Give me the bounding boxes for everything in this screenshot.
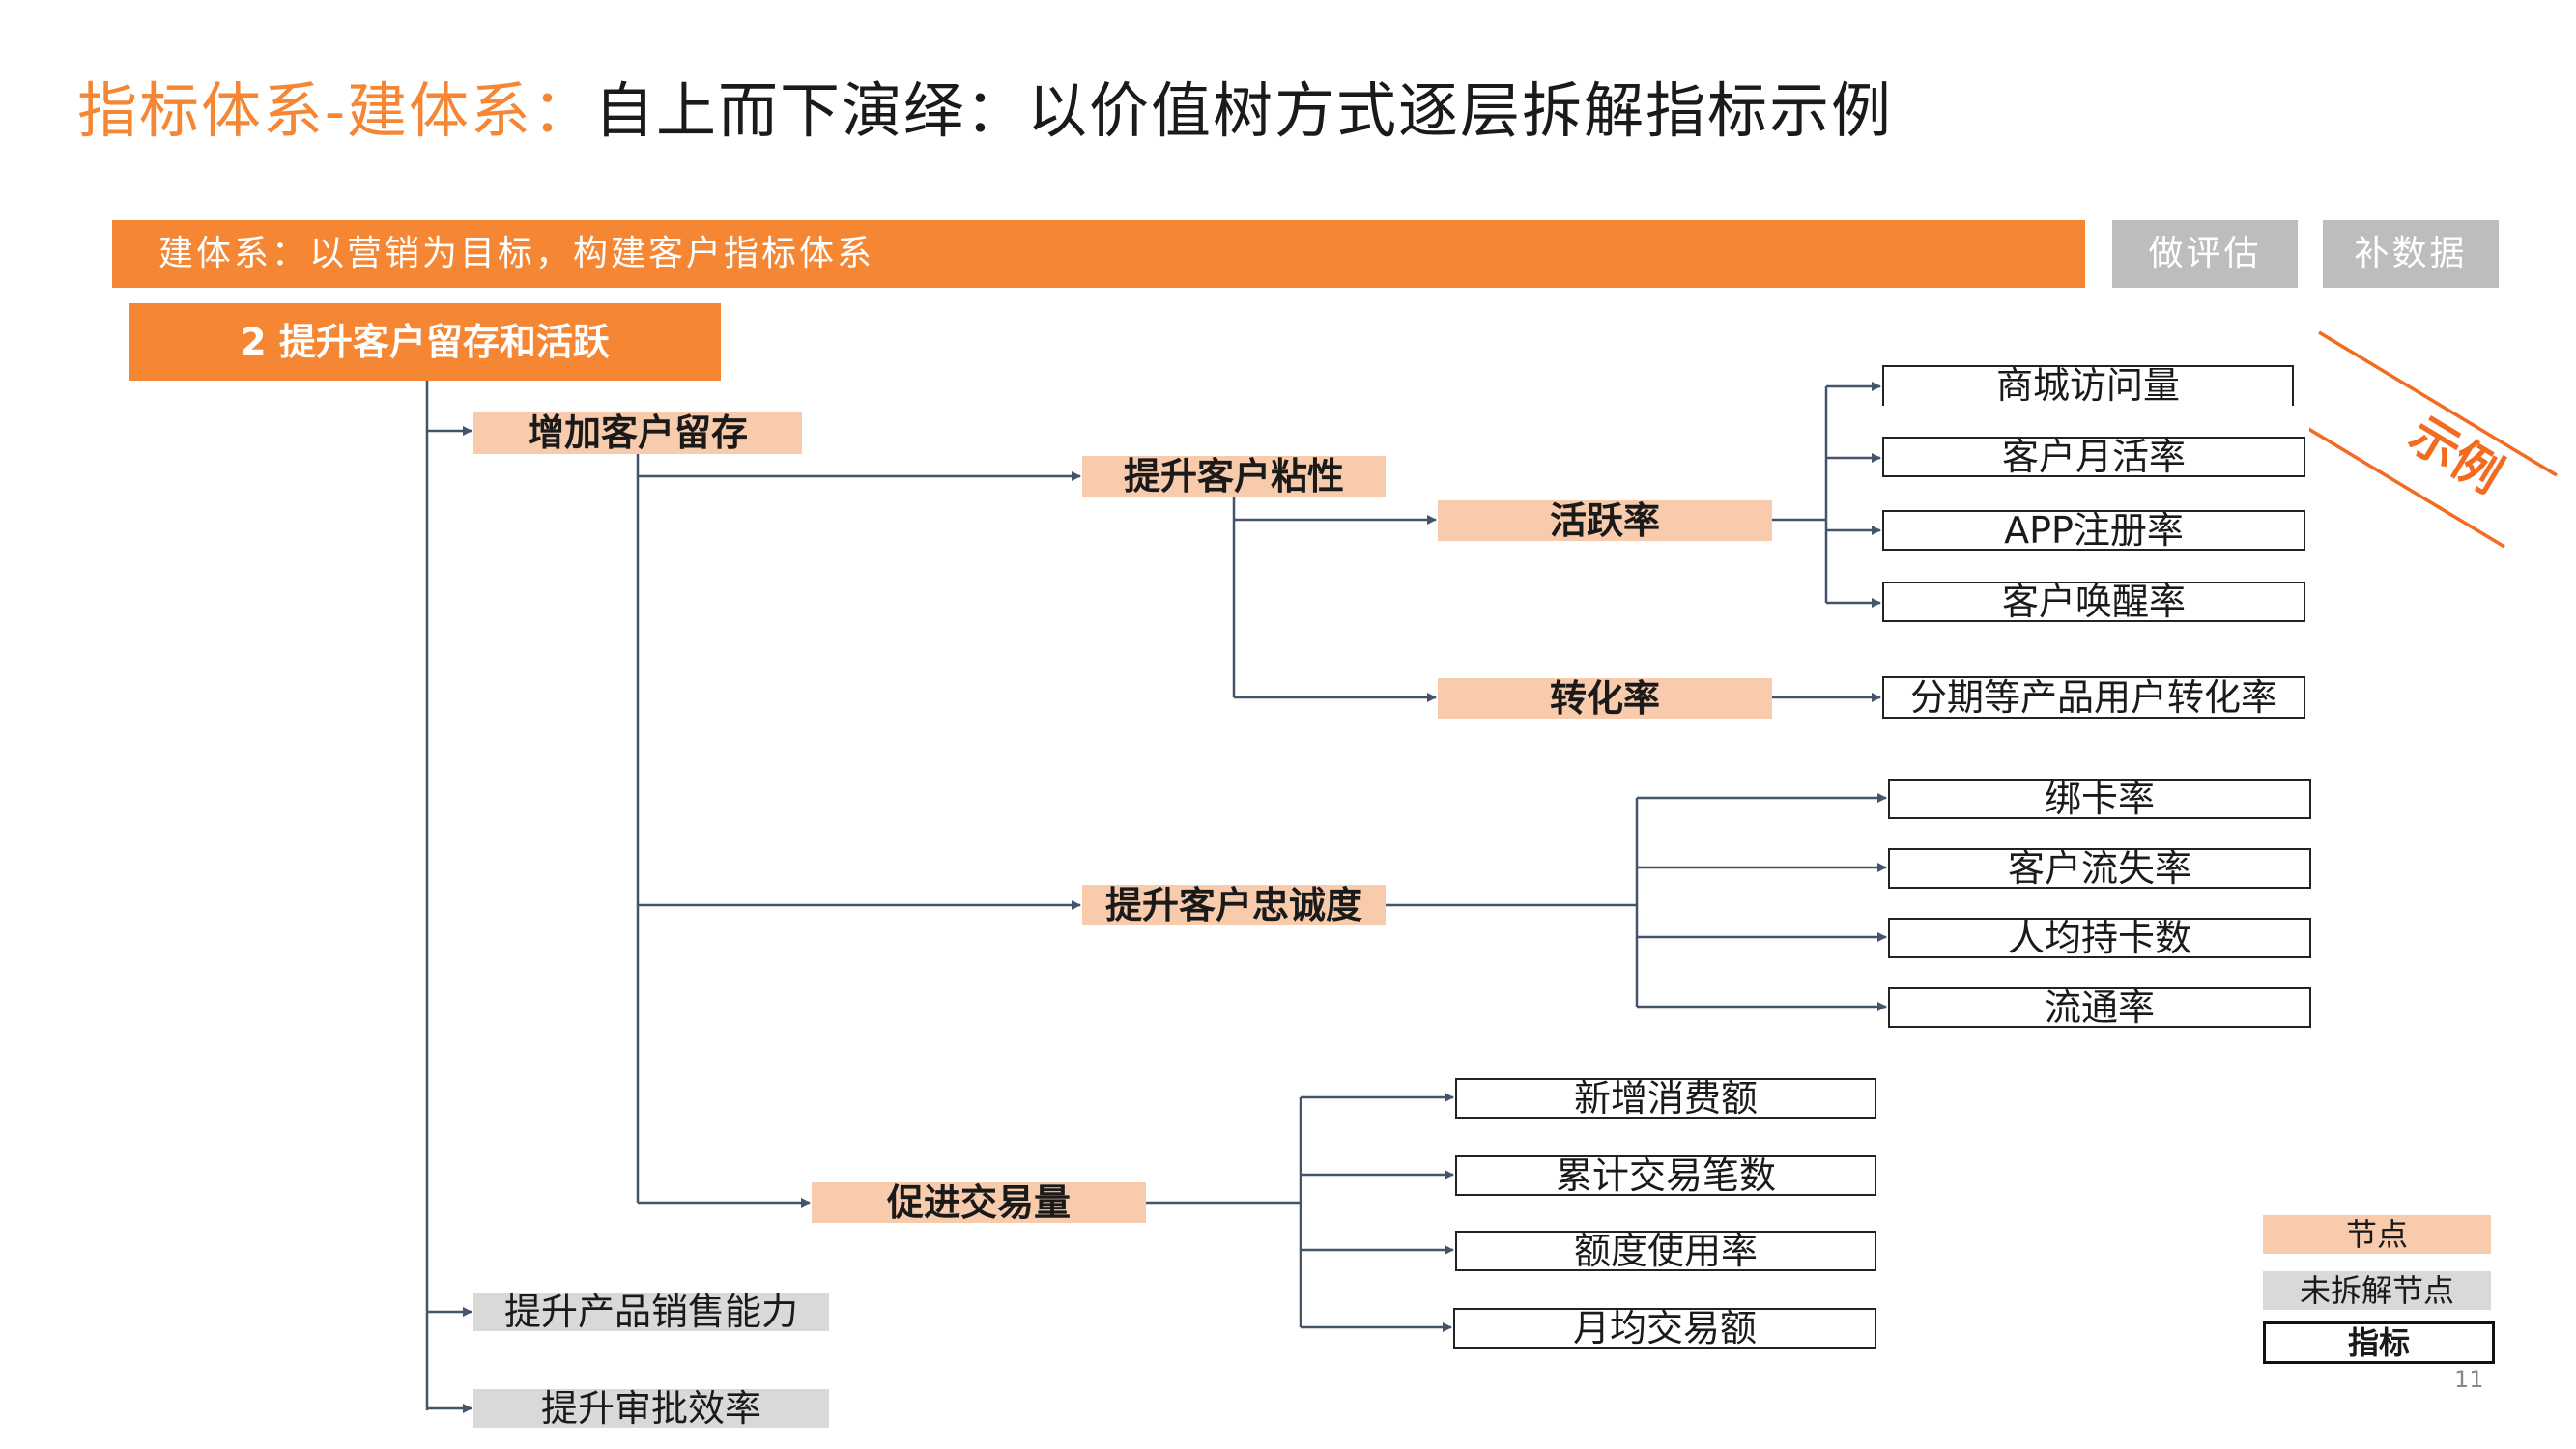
page-title-main: 自上而下演绎：以价值树方式逐层拆解指标示例 <box>593 75 1893 146</box>
page-title-prefix: 指标体系-建体系： <box>77 75 594 146</box>
stamp-line-top <box>2318 330 2558 477</box>
page-number: 11 <box>2454 1366 2484 1393</box>
node-stickiness: 提升客户粘性 <box>1082 456 1386 497</box>
metric-monthly-spend: 月均交易额 <box>1453 1308 1876 1349</box>
node-approval: 提升审批效率 <box>473 1389 829 1428</box>
metric-credit-usage: 额度使用率 <box>1455 1231 1876 1271</box>
node-conversion: 转化率 <box>1438 678 1772 719</box>
supplement-data-button[interactable]: 补数据 <box>2323 220 2499 288</box>
node-retention: 增加客户留存 <box>473 412 802 454</box>
stamp-label: 示例 <box>2400 407 2512 504</box>
metric-circulation: 流通率 <box>1888 987 2311 1028</box>
page-title: 指标体系-建体系：自上而下演绎：以价值树方式逐层拆解指标示例 <box>77 68 1893 155</box>
metric-mall-visits: 商城访问量 <box>1882 365 2294 406</box>
example-stamp: 示例 <box>2309 330 2558 549</box>
metric-churn: 客户流失率 <box>1888 848 2311 889</box>
section-banner: 建体系：以营销为目标，构建客户指标体系 <box>112 220 2085 288</box>
metric-app-register: APP注册率 <box>1882 510 2305 551</box>
metric-card-binding: 绑卡率 <box>1888 779 2311 819</box>
node-activity: 活跃率 <box>1438 500 1772 541</box>
evaluate-button[interactable]: 做评估 <box>2112 220 2298 288</box>
legend-node: 节点 <box>2263 1215 2491 1254</box>
metric-cards-per-user: 人均持卡数 <box>1888 918 2311 958</box>
legend-metric: 指标 <box>2263 1321 2495 1364</box>
metric-wake-up: 客户唤醒率 <box>1882 582 2305 622</box>
node-transaction: 促进交易量 <box>812 1182 1146 1223</box>
metric-new-spend: 新增消费额 <box>1455 1078 1876 1119</box>
node-loyalty: 提升客户忠诚度 <box>1082 885 1386 925</box>
node-product-sales: 提升产品销售能力 <box>473 1293 829 1331</box>
root-goal: 2 提升客户留存和活跃 <box>129 303 721 381</box>
legend-unsplit-node: 未拆解节点 <box>2263 1271 2491 1310</box>
stamp-line-bottom <box>2309 427 2505 549</box>
metric-monthly-active: 客户月活率 <box>1882 437 2305 477</box>
metric-conversion: 分期等产品用户转化率 <box>1882 676 2305 719</box>
metric-transaction-count: 累计交易笔数 <box>1455 1155 1876 1196</box>
